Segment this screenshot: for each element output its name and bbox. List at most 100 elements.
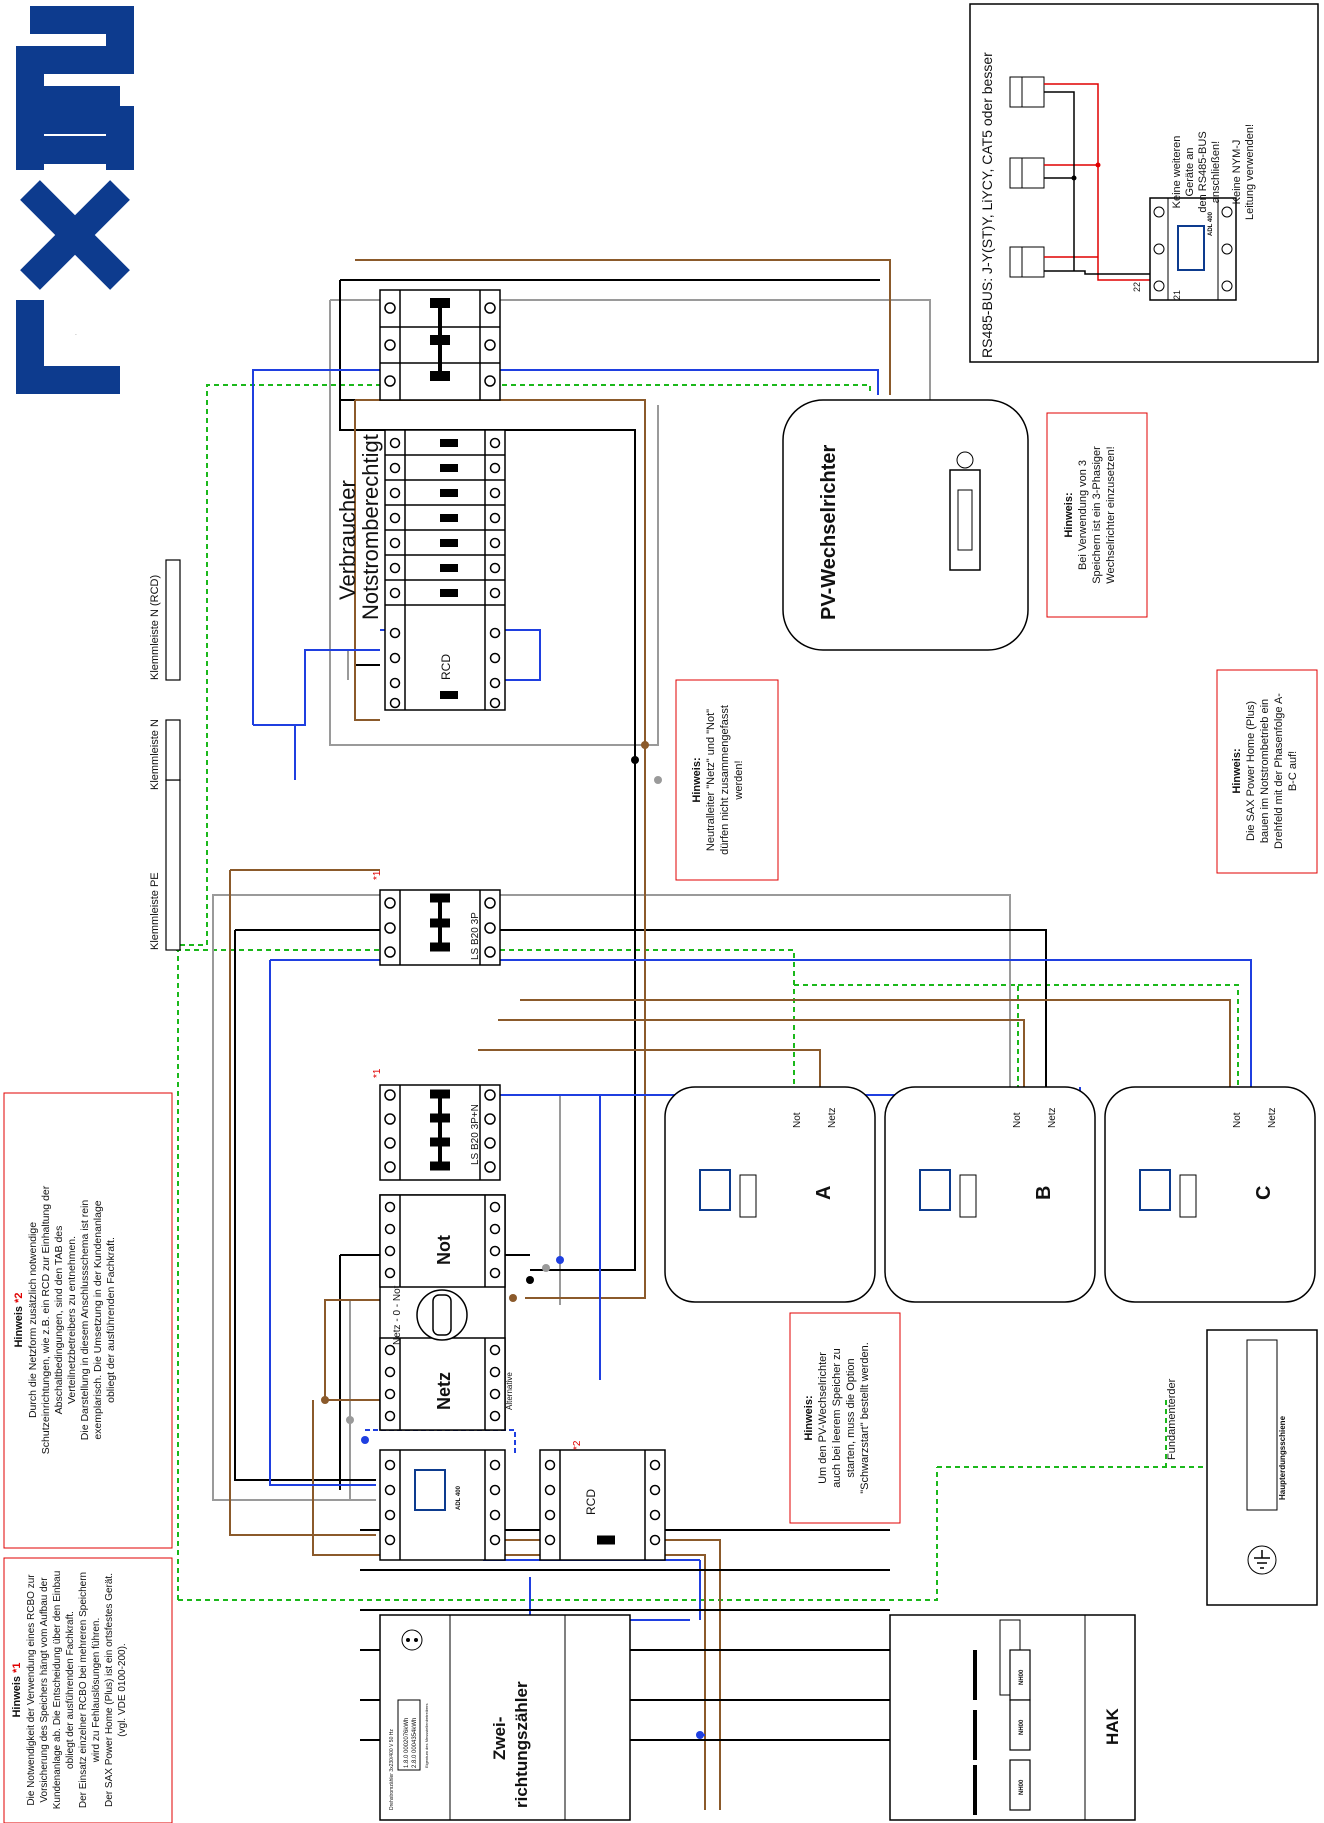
rs485-meter-model: ADL 400 — [1208, 211, 1214, 236]
svg-text:NH00: NH00 — [1019, 1719, 1025, 1735]
svg-text:Hinweis *2: Hinweis *2 — [13, 1292, 25, 1347]
hint-phase-order: Hinweis: Die SAX Power Home (Plus) bauen… — [1216, 669, 1318, 874]
svg-text:auch bei leerem Speicher zu: auch bei leerem Speicher zu — [831, 1348, 843, 1487]
svg-text:den RS485-BUS: den RS485-BUS — [1197, 131, 1209, 212]
svg-text:B-C auf!: B-C auf! — [1287, 751, 1299, 791]
svg-text:Leitung verwenden!: Leitung verwenden! — [1244, 124, 1256, 220]
hint-neutral: Hinweis: Neutralleiter "Netz" und "Not" … — [675, 679, 779, 881]
svg-text:Die SAX Power Home (Plus): Die SAX Power Home (Plus) — [1245, 701, 1257, 841]
consumers-label-2: Notstromberechtigt — [358, 434, 383, 620]
svg-text:Not: Not — [1232, 1112, 1243, 1128]
hint-1: Hinweis *1 Die Notwendigkeit der Verwend… — [3, 1557, 173, 1823]
ls-3pn — [379, 1084, 501, 1181]
bidirectional-meter: Drehstromzähler 3x230/400 V 50 Hz 1.8.0 … — [379, 1614, 631, 1821]
switch-netz-label: Netz — [434, 1372, 454, 1410]
breaker-pv — [379, 289, 501, 401]
switch-positions-label: Netz - 0 - Not — [392, 1285, 403, 1345]
svg-text:"Schwarzstart" bestellt werden: "Schwarzstart" bestellt werden. — [859, 1342, 871, 1493]
svg-text:2.8.0 0004354kWh: 2.8.0 0004354kWh — [412, 1718, 418, 1768]
svg-text:Abschaltbedingungen, sind den: Abschaltbedingungen, sind den TAB des — [53, 1226, 65, 1415]
svg-text:Hinweis:: Hinweis: — [1231, 748, 1243, 793]
hak: NH00 NH00 NH00 HAK — [889, 1614, 1136, 1821]
consumers-label-1: Verbraucher — [335, 480, 360, 600]
svg-text:obliegt der ausführenden Fachk: obliegt der ausführenden Fachkraft. — [105, 1237, 117, 1403]
counter-label-2: richtungszähler — [512, 1681, 531, 1808]
svg-text:A: A — [813, 1186, 835, 1200]
ls-3p-mark: *1 — [372, 870, 383, 880]
rcd-main — [539, 1449, 666, 1561]
logo-text: SAX — [75, 333, 77, 336]
svg-text:1.8.0 0002076kWh: 1.8.0 0002076kWh — [404, 1718, 410, 1768]
svg-text:Netz: Netz — [827, 1107, 838, 1128]
svg-text:wird zu Fehlauslösungen führen: wird zu Fehlauslösungen führen. — [91, 1618, 102, 1764]
svg-text:NH00: NH00 — [1019, 1779, 1025, 1795]
svg-text:Hinweis:: Hinweis: — [691, 757, 703, 802]
svg-text:Der Einsatz einzelner RCBO bei: Der Einsatz einzelner RCBO bei mehreren … — [78, 1572, 89, 1808]
svg-text:Speichern ist ein 3-Phasiger: Speichern ist ein 3-Phasiger — [1091, 446, 1103, 584]
hint-pv-start: Hinweis: Um den PV-Wechselrichter auch b… — [789, 1312, 901, 1524]
counter-label-1: Zwei- — [490, 1717, 509, 1760]
rs485-title: RS485-BUS: J-Y(ST)Y, LiYCY, CAT5 oder be… — [979, 52, 995, 358]
rs485-terminal-22: 22 — [1132, 282, 1142, 292]
meter-adl400 — [379, 1449, 506, 1561]
svg-text:Eigentum des Messstellenbetrei: Eigentum des Messstellenbetreibers — [424, 1704, 429, 1768]
ls-3p — [379, 889, 501, 966]
battery-a: A Not Netz — [664, 1086, 876, 1303]
svg-text:dürfen nicht zusammengefasst: dürfen nicht zusammengefasst — [719, 705, 731, 855]
svg-text:Die Darstellung in diesem Ansc: Die Darstellung in diesem Anschlussschem… — [79, 1200, 91, 1441]
rs485-notes: Keine weiteren Geräte an den RS485-BUS a… — [1171, 124, 1256, 220]
svg-text:Die Notwendigkeit der Verwendu: Die Notwendigkeit der Verwendung eines R… — [26, 1574, 37, 1806]
svg-text:Um den PV-Wechselrichter: Um den PV-Wechselrichter — [817, 1352, 829, 1484]
svg-text:Not: Not — [792, 1112, 803, 1128]
svg-text:Netz: Netz — [1267, 1107, 1278, 1128]
svg-text:Hinweis:: Hinweis: — [1063, 492, 1075, 537]
ls-3p-label: LS B20 3P — [470, 912, 481, 960]
svg-text:Durch die Netzform zusätzlich: Durch die Netzform zusätzlich notwendige — [27, 1222, 39, 1418]
pv-inverter: PV-Wechselrichter — [782, 399, 1029, 651]
svg-text:starten, muss die Option: starten, muss die Option — [845, 1358, 857, 1477]
rcd-main-label: RCD — [584, 1489, 598, 1515]
svg-text:Keine weiteren: Keine weiteren — [1171, 136, 1183, 209]
svg-text:Hinweis *1: Hinweis *1 — [11, 1662, 23, 1717]
svg-text:anschließen!: anschließen! — [1210, 141, 1222, 203]
hak-label: HAK — [1103, 1707, 1122, 1745]
svg-text:Vorsicherung des Speichers hän: Vorsicherung des Speichers hängt vom Auf… — [39, 1577, 50, 1803]
junctions — [321, 741, 704, 1739]
svg-text:Drehstromzähler 3x230/400 V 50: Drehstromzähler 3x230/400 V 50 Hz — [389, 1729, 395, 1810]
svg-text:bauen im Notstrombetrieb ein: bauen im Notstrombetrieb ein — [1259, 699, 1271, 843]
svg-text:Neutralleiter "Netz" und "Not": Neutralleiter "Netz" und "Not" — [705, 709, 717, 851]
svg-text:werden!: werden! — [733, 760, 745, 800]
busbar-label: Haupterdungsschiene — [1278, 1415, 1287, 1500]
svg-text:Schutzeinrichtungen, wie z.B.: Schutzeinrichtungen, wie z.B. ein RCD zu… — [40, 1185, 52, 1454]
svg-text:Der SAX Power Home (Plus) ist: Der SAX Power Home (Plus) ist ein ortsfe… — [104, 1573, 115, 1807]
ls-3pn-mark: *1 — [372, 1068, 383, 1078]
svg-text:NH00: NH00 — [1019, 1669, 1025, 1685]
svg-text:Not: Not — [1012, 1112, 1023, 1128]
battery-b: B Not Netz — [884, 1086, 1096, 1303]
svg-text:Kundenanlage ab. Die Entscheid: Kundenanlage ab. Die Entscheidung über d… — [52, 1571, 63, 1810]
changeover-switch — [379, 1194, 506, 1431]
svg-text:Geräte an: Geräte an — [1184, 148, 1196, 197]
svg-text:Netz: Netz — [1047, 1107, 1058, 1128]
svg-text:Drehfeld mit der Phasenfolge A: Drehfeld mit der Phasenfolge A- — [1273, 693, 1285, 849]
rcd-consumer-label: RCD — [439, 654, 453, 680]
battery-c: C Not Netz — [1104, 1086, 1316, 1303]
svg-text:Hinweis:: Hinweis: — [803, 1395, 815, 1440]
sax-logo: SAX — [16, 6, 134, 394]
alternative-label: Alternative — [505, 1372, 514, 1410]
hint-three-phase: Hinweis: Bei Verwendung von 3 Speichern … — [1046, 412, 1148, 618]
svg-text:C: C — [1253, 1186, 1275, 1200]
svg-text:Keine NYM-J: Keine NYM-J — [1231, 140, 1243, 205]
ls-3pn-label: LS B20 3P+N — [470, 1104, 481, 1165]
svg-text:B: B — [1033, 1186, 1055, 1200]
rs485-terminal-21: 21 — [1172, 290, 1182, 300]
meter-model-label: ADL 400 — [456, 1485, 462, 1510]
svg-text:Bei Verwendung von 3: Bei Verwendung von 3 — [1077, 460, 1089, 570]
terminal-n-rcd-label: Klemmleiste N (RCD) — [149, 575, 161, 680]
svg-text:Wechselrichter einzusetzen!: Wechselrichter einzusetzen! — [1105, 446, 1117, 583]
svg-text:exemplarisch. Die Umsetzung in: exemplarisch. Die Umsetzung in der Kunde… — [92, 1200, 104, 1439]
fundament-label: Fundamenterder — [1166, 1378, 1178, 1460]
svg-text:Verteilnetzbetreibers zu entne: Verteilnetzbetreibers zu entnehmen. — [66, 1236, 78, 1404]
terminal-n-label: Klemmleiste N — [149, 719, 161, 790]
